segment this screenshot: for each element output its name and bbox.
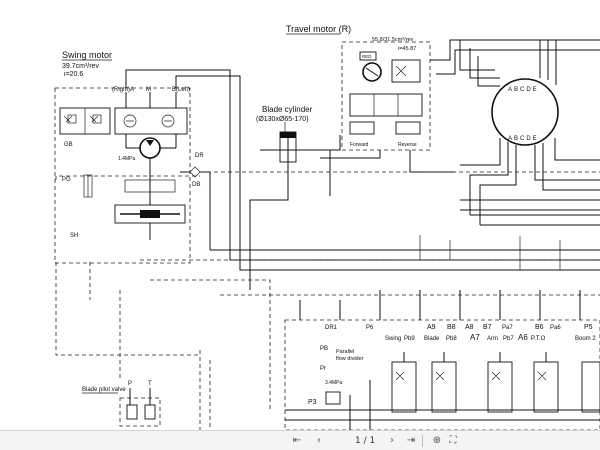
fullscreen-icon[interactable]: ⛶ [449, 435, 457, 446]
toolbar-divider [422, 435, 423, 447]
swing-motor-enclosure [54, 87, 191, 264]
travel-motor-title: Travel motor (R) [286, 24, 351, 34]
spool-blade [431, 361, 457, 413]
viewer-toolbar: ⇤ ‹ 1 / 1 › ⇥ ⊕ ⛶ [0, 430, 600, 450]
port-b6: B6 [535, 324, 544, 331]
port-b7: B7 [483, 324, 492, 331]
travel-reverse-label: Reverse [398, 142, 417, 148]
spool-pto [533, 361, 559, 413]
spool-swing [391, 361, 417, 413]
swing-motor-section: Swing motor 39.7cm³/rev i=20.6 (Right)A … [54, 50, 241, 356]
section-boom2: Boom 2 [575, 336, 596, 342]
pilot-port-t: T [148, 381, 152, 387]
blade-pilot-valve-section: Blade pilot valve P T [82, 381, 161, 427]
port-p6: P6 [366, 325, 374, 331]
prev-page-icon[interactable]: ‹ [317, 435, 321, 446]
port-pg: PG [62, 177, 71, 183]
section-pto: P.T.O [531, 336, 546, 342]
blade-cylinder-title: Blade cylinder [262, 105, 313, 114]
page-indicator: 1 / 1 [355, 436, 376, 446]
swing-mpa-label: 1.4MPa [118, 156, 135, 162]
spool-boom2 [581, 361, 600, 413]
port-pb: PB [320, 346, 328, 352]
zoom-icon[interactable]: ⊕ [432, 435, 442, 446]
ring-letters-bottom: ABCDE [508, 136, 539, 142]
port-a7: A7 [470, 333, 480, 342]
travel-displacement: 55.8/31.5cm³/rev [372, 37, 414, 43]
parallel-label: Parallel [336, 349, 354, 355]
valve-bank-enclosure [284, 319, 600, 430]
port-p5: P5 [584, 324, 593, 331]
port-pb8: Pb8 [446, 336, 457, 342]
travel-motor-section: Travel motor (R) 55.8/31.5cm³/rev i=45.8… [260, 24, 455, 173]
blade-pilot-valve-title: Blade pilot valve [82, 387, 126, 393]
travel-ratio: i=45.87 [398, 46, 416, 52]
ring-letters-top: ABCDE [508, 87, 539, 93]
spool-arm [487, 361, 513, 413]
travel-counterbalance-valve [349, 93, 423, 117]
swing-motor-displacement: 39.7cm³/rev [62, 63, 99, 70]
last-page-icon[interactable]: ⇥ [406, 435, 416, 446]
swing-relief-valves [114, 107, 188, 135]
port-gb: GB [64, 142, 73, 148]
hydraulic-circuit-diagram: Swing motor 39.7cm³/rev i=20.6 (Right)A … [54, 24, 600, 430]
control-valve-bank: DR1 P6 Swing Pb9 A9 Blade B8 Pb8 A8 B7 P… [284, 319, 600, 430]
port-pb7: Pb7 [503, 336, 514, 342]
blade-cylinder-section: Blade cylinder (Ø130xØ65-170) [249, 105, 331, 290]
port-b8: B8 [447, 324, 456, 331]
rotary-joint: ABCDE ABCDE [430, 39, 600, 225]
port-p3: P3 [308, 399, 317, 406]
section-arm: Arm [487, 336, 498, 342]
travel-motor-enclosure [341, 41, 431, 151]
swing-motor-ratio: i=20.6 [64, 71, 83, 78]
port-pa7: Pa7 [502, 325, 513, 331]
first-page-icon[interactable]: ⇤ [292, 435, 302, 446]
swing-motor-title: Swing motor [62, 50, 112, 60]
travel-red-label: RED [362, 54, 372, 59]
port-m: M [146, 87, 151, 93]
port-dr1: DR1 [325, 325, 338, 331]
port-a9: A9 [427, 324, 436, 331]
next-page-icon[interactable]: › [390, 435, 394, 446]
port-pa6: Pa6 [550, 325, 561, 331]
blade-pilot-valve-box [119, 397, 161, 427]
port-pr: Pr [320, 366, 326, 372]
port-right-a: (Right)A [112, 87, 134, 93]
rotary-joint-ring [491, 78, 559, 146]
relief-mpa-label: 3.4MPa [325, 380, 342, 386]
flow-divider-label: flow divider [336, 356, 364, 362]
system-lines [55, 160, 600, 430]
pilot-port-p: P [128, 381, 132, 387]
port-db: DB [192, 182, 200, 188]
section-blade: Blade [424, 336, 440, 342]
port-a6: A6 [518, 333, 528, 342]
port-b-left: B(Left) [172, 87, 190, 93]
port-sh: SH [70, 233, 78, 239]
port-dr: DR [195, 153, 204, 159]
blade-cylinder-spec: (Ø130xØ65-170) [256, 116, 309, 123]
section-swing: Swing [385, 336, 401, 342]
travel-motor-symbol [362, 62, 382, 82]
travel-forward-label: Forward [350, 142, 369, 148]
port-a8: A8 [465, 324, 474, 331]
port-pb9: Pb9 [404, 336, 415, 342]
